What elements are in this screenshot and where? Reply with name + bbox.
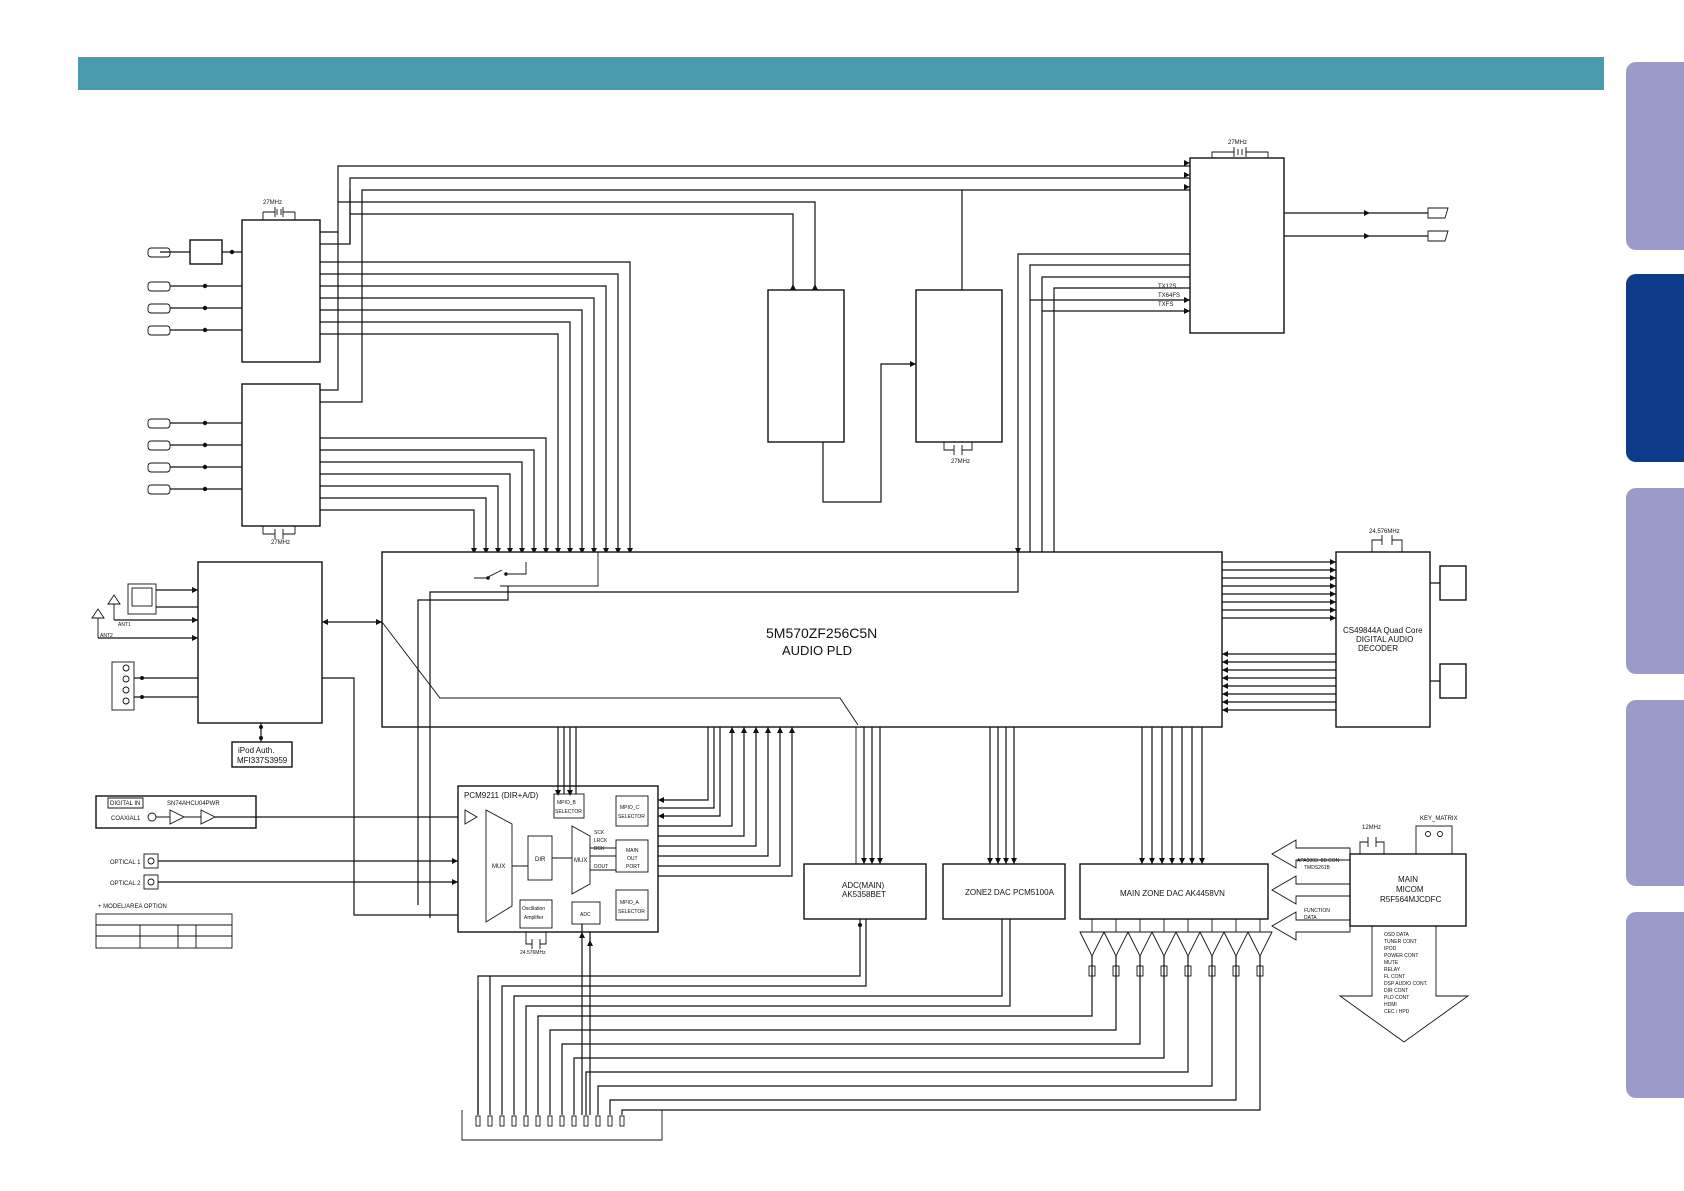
svg-text:MAIN: MAIN <box>626 848 639 854</box>
clk-label: 27MHz <box>263 200 282 206</box>
svg-text:Oscillation: Oscillation <box>522 906 545 912</box>
svg-text:BCK: BCK <box>594 846 605 852</box>
svg-text:OUT: OUT <box>627 856 638 862</box>
svg-text:TUNER CONT: TUNER CONT <box>1384 939 1417 945</box>
svg-text:DATA: DATA <box>1304 915 1317 921</box>
svg-text:AK5358BET: AK5358BET <box>842 890 886 899</box>
svg-text:COAXIAL1: COAXIAL1 <box>111 816 141 822</box>
svg-text:PORT: PORT <box>626 864 640 870</box>
svg-text:iPod Auth.: iPod Auth. <box>238 746 274 755</box>
svg-text:MUTE: MUTE <box>1384 960 1399 966</box>
svg-text:ADC: ADC <box>580 912 591 918</box>
svg-text:MAIN: MAIN <box>1398 875 1418 884</box>
svg-text:DIR: DIR <box>535 857 546 863</box>
svg-text:TX64FS: TX64FS <box>1158 293 1180 299</box>
svg-text:24.576MHz: 24.576MHz <box>1369 529 1400 535</box>
svg-text:MPIO_B: MPIO_B <box>557 800 577 806</box>
svg-text:SELECTOR: SELECTOR <box>555 809 582 815</box>
input-to-pld-bus <box>320 261 633 554</box>
svg-text:ANT2: ANT2 <box>100 633 113 639</box>
pld-subtitle: AUDIO PLD <box>782 643 852 658</box>
svg-text:ZONE2 DAC PCM5100A: ZONE2 DAC PCM5100A <box>965 888 1055 897</box>
svg-text:SN74AHCU04PWR: SN74AHCU04PWR <box>167 801 220 807</box>
pcm9211: PCM9211 (DIR+A/D) MUX DIR MUX MPIO_B SEL… <box>457 785 659 956</box>
header-bar <box>78 57 1604 90</box>
svg-text:OSD DATA: OSD DATA <box>1384 932 1409 938</box>
svg-text:MFI337S3959: MFI337S3959 <box>237 756 288 765</box>
pld-to-pcm-bus <box>555 727 795 877</box>
svg-text:SELECTOR: SELECTOR <box>618 909 645 915</box>
svg-text:12MHz: 12MHz <box>1362 825 1381 831</box>
svg-text:CEC / HPD: CEC / HPD <box>1384 1009 1410 1015</box>
hdmi-module <box>1189 157 1285 334</box>
top-bus <box>320 160 1190 503</box>
svg-text:TMDS261B: TMDS261B <box>1304 865 1331 871</box>
svg-text:27MHz: 27MHz <box>1228 140 1247 146</box>
clk-hdmi: 27MHz <box>1211 140 1269 158</box>
svg-text:FL CONT: FL CONT <box>1384 974 1405 980</box>
svg-text:IPOD: IPOD <box>1384 946 1397 952</box>
input-block-1: 27MHz <box>147 200 321 363</box>
svg-text:KEY_MATRIX: KEY_MATRIX <box>1420 816 1458 822</box>
svg-text:ANT1: ANT1 <box>118 622 131 628</box>
hdmi-tx-lines: TX12S TX64FS TXFS <box>1015 253 1190 554</box>
svg-text:MAIN ZONE DAC AK4458VN: MAIN ZONE DAC AK4458VN <box>1120 889 1225 898</box>
main-zone-dac: MAIN ZONE DAC AK4458VN APA9003~8B CON TM… <box>537 727 1351 1115</box>
svg-text:APA9003~8B CON: APA9003~8B CON <box>1297 858 1340 864</box>
svg-text:CS49844A Quad Core: CS49844A Quad Core <box>1343 626 1423 635</box>
dsp-block: CS49844A Quad Core DIGITAL AUDIO DECODER… <box>1222 529 1467 728</box>
svg-text:OPTICAL 2: OPTICAL 2 <box>110 881 141 887</box>
svg-text:PLD CONT: PLD CONT <box>1384 995 1409 1001</box>
svg-text:R5F564MJCDFC: R5F564MJCDFC <box>1380 895 1442 904</box>
svg-text:DIR CONT: DIR CONT <box>1384 988 1408 994</box>
svg-text:MPIO_C: MPIO_C <box>620 805 640 811</box>
bottom-connector <box>461 924 663 1141</box>
svg-text:FUNCTION: FUNCTION <box>1304 908 1330 914</box>
svg-text:LRCK: LRCK <box>594 838 608 844</box>
svg-text:DSP AUDIO CONT.: DSP AUDIO CONT. <box>1384 981 1428 987</box>
side-tab-1[interactable] <box>1626 62 1684 250</box>
main-pld: 5M570ZF256C5N AUDIO PLD <box>381 551 1223 918</box>
svg-text:TXFS: TXFS <box>1158 302 1173 308</box>
side-tab-5[interactable] <box>1626 912 1684 1098</box>
clk-label: 27MHz <box>271 540 290 546</box>
adc-main: ADC(MAIN) AK5358BET <box>489 727 927 1115</box>
module-b <box>915 289 1003 443</box>
svg-text:ADC(MAIN): ADC(MAIN) <box>842 881 885 890</box>
svg-text:SELECTOR: SELECTOR <box>618 814 645 820</box>
svg-text:HDMI: HDMI <box>1384 1002 1397 1008</box>
zone2-dac: ZONE2 DAC PCM5100A <box>513 727 1066 1115</box>
svg-text:MUX: MUX <box>574 858 587 864</box>
svg-text:POWER CONT: POWER CONT <box>1384 953 1418 959</box>
hdmi-outputs <box>1284 207 1449 242</box>
svg-text:DOUT: DOUT <box>594 864 608 870</box>
main-micom: MAIN MICOM R5F564MJCDFC 12MHz KEY_MATRIX… <box>1338 816 1470 1043</box>
input-block-2: 27MHz <box>147 383 321 546</box>
svg-text:DIGITAL IN: DIGITAL IN <box>110 801 140 807</box>
svg-text:RELAY: RELAY <box>1384 967 1401 973</box>
svg-text:OPTICAL 1: OPTICAL 1 <box>110 860 141 866</box>
svg-text:MPIO_A: MPIO_A <box>620 900 640 906</box>
digital-input-area: DIGITAL IN SN74AHCU04PWR COAXIAL1 OPTICA… <box>95 795 466 949</box>
pld-title: 5M570ZF256C5N <box>766 625 877 641</box>
tuner-ipod-block: iPod Auth. MFI337S3959 ANT1 ANT2 <box>91 561 458 916</box>
module-a <box>767 289 845 443</box>
svg-text:27MHz: 27MHz <box>951 459 970 465</box>
side-tab-3[interactable] <box>1626 488 1684 674</box>
clk-module-b: 27MHz <box>943 442 973 465</box>
svg-text:MICOM: MICOM <box>1396 885 1424 894</box>
svg-text:TX12S: TX12S <box>1158 284 1176 290</box>
side-tab-2[interactable] <box>1626 274 1684 462</box>
svg-text:24.576MHz: 24.576MHz <box>520 950 546 956</box>
svg-text:PCM9211 (DIR+A/D): PCM9211 (DIR+A/D) <box>464 791 539 800</box>
svg-text:DIGITAL AUDIO: DIGITAL AUDIO <box>1356 635 1413 644</box>
side-tab-4[interactable] <box>1626 700 1684 886</box>
svg-text:DECODER: DECODER <box>1358 644 1398 653</box>
svg-text:Amplifier: Amplifier <box>524 915 544 921</box>
svg-text:+ MODEL/AREA OPTION: + MODEL/AREA OPTION <box>98 904 167 910</box>
svg-text:SCK: SCK <box>594 830 605 836</box>
svg-text:MUX: MUX <box>492 864 505 870</box>
